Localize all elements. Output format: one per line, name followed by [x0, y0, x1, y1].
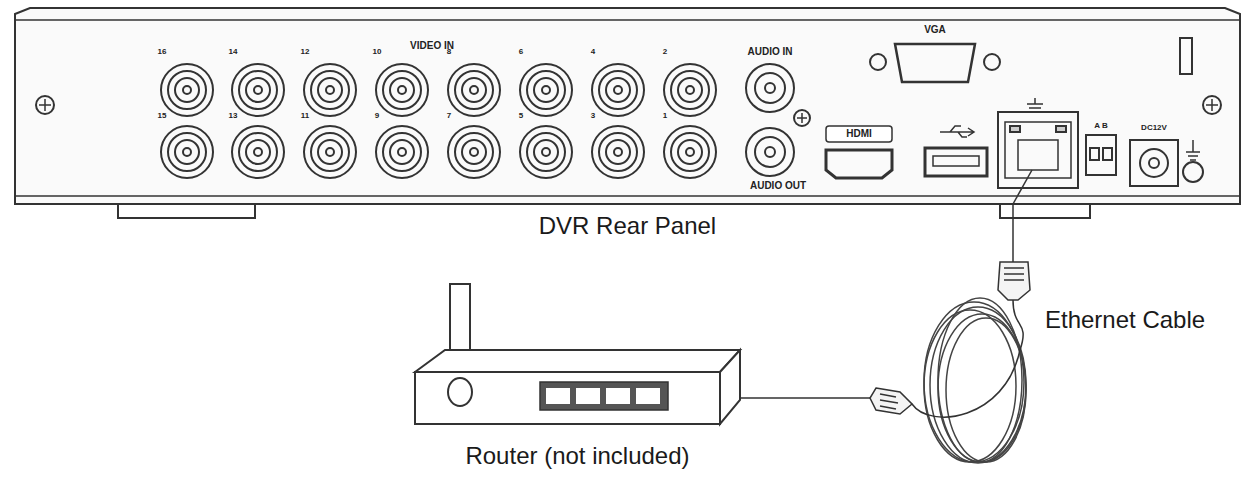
bnc-ring: [678, 140, 702, 164]
bnc-ring: [175, 78, 199, 102]
panel-label: 9: [375, 112, 379, 120]
bnc-ring: [527, 133, 565, 171]
bnc-ring: [168, 133, 206, 171]
panel-label: 10: [373, 48, 382, 56]
bnc-ring: [448, 126, 500, 178]
panel-label: DC12V: [1141, 124, 1167, 132]
bnc-ring: [246, 140, 270, 164]
bnc-ring: [470, 86, 478, 94]
bnc-ring: [606, 140, 630, 164]
bnc-ring: [686, 86, 694, 94]
bnc-ring: [383, 71, 421, 109]
panel-label: 16: [158, 48, 167, 56]
bnc-ring: [534, 140, 558, 164]
bnc-ring: [448, 64, 500, 116]
bnc-ring: [599, 133, 637, 171]
edge-label: Ethernet Cable: [1043, 306, 1207, 334]
panel-label: 11: [301, 112, 309, 120]
panel-label: 15: [158, 112, 167, 120]
node-caption: DVR Rear Panel: [15, 212, 1240, 240]
panel-label: 5: [519, 112, 523, 120]
panel-label: 6: [519, 48, 523, 56]
bnc-ring: [318, 78, 342, 102]
bnc-ring: [175, 140, 199, 164]
panel-label: HDMI: [846, 129, 872, 139]
bnc-ring: [161, 64, 213, 116]
bnc-ring: [462, 140, 486, 164]
bnc-ring: [232, 64, 284, 116]
bnc-ring: [183, 86, 191, 94]
bnc-ring: [606, 78, 630, 102]
bnc-ring: [520, 126, 572, 178]
panel-label: 13: [229, 112, 238, 120]
bnc-ring: [527, 71, 565, 109]
bnc-ring: [462, 78, 486, 102]
bnc-ring: [470, 148, 478, 156]
bnc-ring: [246, 78, 270, 102]
panel-label: 8: [447, 48, 451, 56]
bnc-ring: [599, 71, 637, 109]
panel-label: 3: [591, 112, 595, 120]
bnc-ring: [664, 64, 716, 116]
bnc-ring: [678, 78, 702, 102]
bnc-ring: [161, 126, 213, 178]
panel-label: 12: [301, 48, 310, 56]
panel-label: AUDIO IN: [748, 47, 793, 57]
panel-label: 7: [447, 112, 451, 120]
bnc-ring: [398, 148, 406, 156]
bnc-ring: [614, 86, 622, 94]
bnc-ring: [326, 148, 334, 156]
bnc-ring: [254, 148, 262, 156]
panel-label: VGA: [924, 25, 946, 35]
bnc-ring: [376, 126, 428, 178]
bnc-ring: [592, 64, 644, 116]
bnc-ring: [671, 71, 709, 109]
bnc-ring: [390, 140, 414, 164]
node-caption: Router (not included): [415, 442, 740, 470]
bnc-ring: [232, 126, 284, 178]
bnc-ring: [686, 148, 694, 156]
panel-label: 4: [591, 48, 595, 56]
bnc-ring: [254, 86, 262, 94]
dvr-panel: DVR Rear Panel: [15, 8, 1240, 204]
router: Router (not included): [415, 350, 740, 424]
bnc-ring: [318, 140, 342, 164]
bnc-ring: [239, 71, 277, 109]
panel-label: 14: [229, 48, 238, 56]
panel-label: 2: [663, 48, 667, 56]
bnc-ring: [614, 148, 622, 156]
bnc-ring: [383, 133, 421, 171]
bnc-ring: [183, 148, 191, 156]
bnc-ring: [304, 64, 356, 116]
bnc-ring: [326, 86, 334, 94]
bnc-ring: [664, 126, 716, 178]
ethernet-cable: [740, 204, 1023, 417]
panel-label: A B: [1094, 122, 1107, 130]
bnc-ring: [592, 126, 644, 178]
bnc-ring: [398, 86, 406, 94]
bnc-ring: [542, 86, 550, 94]
bnc-ring: [520, 64, 572, 116]
bnc-ring: [311, 133, 349, 171]
bnc-ring: [304, 126, 356, 178]
bnc-ring: [239, 133, 277, 171]
bnc-ring: [671, 133, 709, 171]
panel-label: 1: [663, 112, 667, 120]
bnc-ring: [455, 71, 493, 109]
bnc-ring: [311, 71, 349, 109]
bnc-ring: [542, 148, 550, 156]
bnc-ring: [455, 133, 493, 171]
bnc-ring: [534, 78, 558, 102]
panel-label: AUDIO OUT: [750, 181, 806, 191]
bnc-ring: [168, 71, 206, 109]
bnc-ring: [376, 64, 428, 116]
bnc-ring: [390, 78, 414, 102]
